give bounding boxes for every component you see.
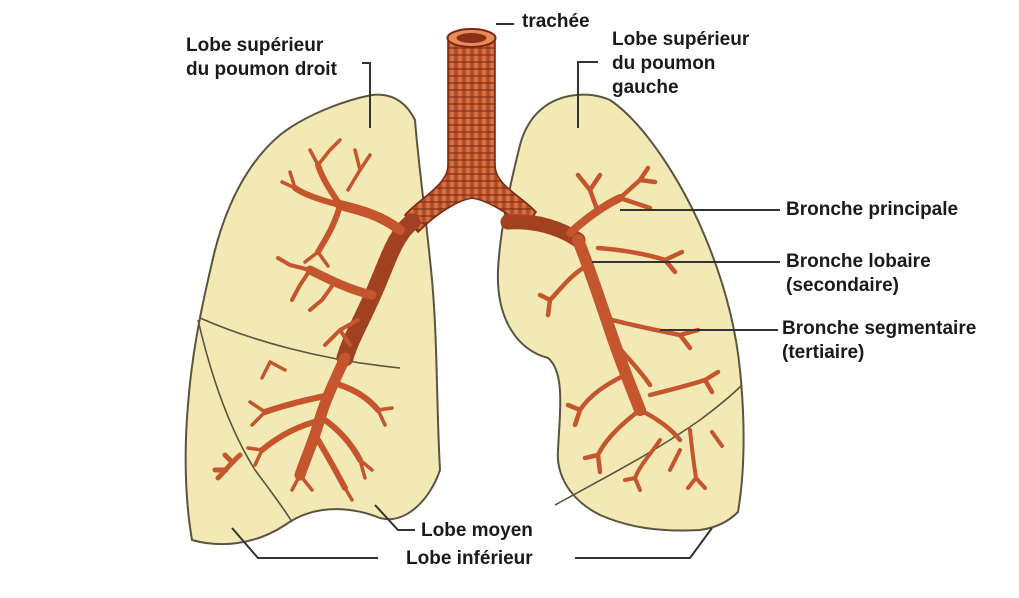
trachea-label: trachée bbox=[522, 10, 590, 34]
main-bronchus-label: Bronche principale bbox=[786, 198, 958, 222]
trachea-tube bbox=[405, 40, 536, 232]
segmental-bronchus-label-line-1: Bronche segmentaire bbox=[782, 317, 976, 341]
right-upper-lobe-label-line-2: du poumon droit bbox=[186, 58, 337, 82]
left-upper-lobe-label-line-2: du poumon bbox=[612, 52, 749, 76]
trachea bbox=[405, 29, 536, 232]
lobar-bronchus-label-line-1: Bronche lobaire bbox=[786, 250, 931, 274]
lobar-bronchus-label-line-2: (secondaire) bbox=[786, 274, 931, 298]
right-lung-outline bbox=[186, 95, 440, 544]
segmental-bronchus-label-line-2: (tertiaire) bbox=[782, 341, 976, 365]
left-lung bbox=[498, 95, 744, 531]
right-upper-lobe-label: Lobe supérieur du poumon droit bbox=[186, 34, 337, 82]
lower-lobe-label: Lobe inférieur bbox=[406, 547, 533, 571]
right-upper-lobe-label-line-1: Lobe supérieur bbox=[186, 34, 337, 58]
lobar-bronchus-label: Bronche lobaire (secondaire) bbox=[786, 250, 931, 298]
left-upper-lobe-label: Lobe supérieur du poumon gauche bbox=[612, 28, 749, 100]
left-upper-lobe-label-line-1: Lobe supérieur bbox=[612, 28, 749, 52]
trachea-lumen bbox=[457, 33, 487, 43]
right-lung bbox=[186, 95, 440, 544]
segmental-bronchus-label: Bronche segmentaire (tertiaire) bbox=[782, 317, 976, 365]
middle-lobe-label: Lobe moyen bbox=[421, 519, 533, 543]
left-upper-lobe-label-line-3: gauche bbox=[612, 76, 749, 100]
left-lung-outline bbox=[498, 95, 744, 531]
lower-lobe-leader-left bbox=[575, 528, 712, 558]
